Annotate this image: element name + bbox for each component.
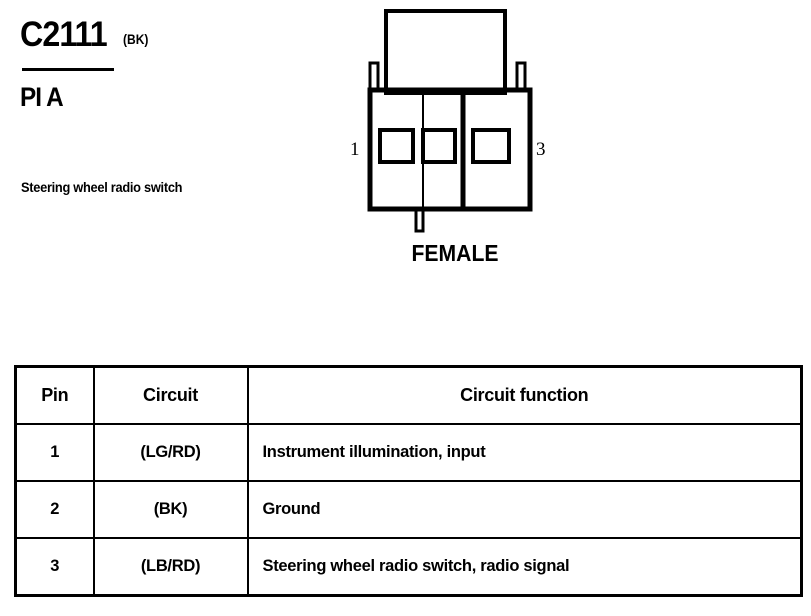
cell-pin-number: 1 xyxy=(14,423,95,482)
table-row: 3 (LB/RD) Steering wheel radio switch, r… xyxy=(14,537,803,597)
table-row: 2 (BK) Ground xyxy=(14,480,803,539)
cell-circuit-code: (LG/RD) xyxy=(92,423,249,482)
connector-gender-label: FEMALE xyxy=(411,240,499,266)
pin-number-label-left: 1 xyxy=(350,139,360,160)
cell-circuit-code: (LB/RD) xyxy=(92,537,249,597)
cell-circuit-function: Steering wheel radio switch, radio signa… xyxy=(246,537,803,597)
table-row: 1 (LG/RD) Instrument illumination, input xyxy=(14,423,803,482)
connector-right-tab xyxy=(515,61,527,92)
connector-code: C2111 xyxy=(20,15,108,54)
connector-left-tab xyxy=(368,61,380,92)
connector-identification-block: C2111 (BK) PI A Steering wheel radio swi… xyxy=(20,8,320,195)
pin-table-container: Pin Circuit Circuit function 1 (LG/RD) I… xyxy=(14,365,803,597)
cell-circuit-function: Instrument illumination, input xyxy=(246,423,803,482)
cell-pin-number: 3 xyxy=(14,537,95,597)
connector-illustration xyxy=(367,9,533,233)
horizontal-rule xyxy=(22,68,114,71)
table-header-row: Pin Circuit Circuit function xyxy=(14,365,803,425)
connector-upper-housing xyxy=(384,9,507,95)
connector-bottom-key xyxy=(414,207,425,233)
terminal-cavity-3 xyxy=(471,128,511,164)
connector-color-code: (BK) xyxy=(123,31,149,47)
connector-diagram: 1 3 FEMALE xyxy=(330,0,580,290)
pin-assignment-table: Pin Circuit Circuit function 1 (LG/RD) I… xyxy=(14,365,803,597)
connector-body xyxy=(367,87,533,212)
connector-description: Steering wheel radio switch xyxy=(21,180,183,195)
connector-type: PI A xyxy=(20,82,64,112)
column-header-function: Circuit function xyxy=(246,365,803,425)
terminal-cavity-2 xyxy=(421,128,457,164)
column-header-pin: Pin xyxy=(14,365,95,425)
cell-circuit-function: Ground xyxy=(246,480,803,539)
column-header-circuit: Circuit xyxy=(92,365,249,425)
cell-circuit-code: (BK) xyxy=(92,480,249,539)
pin-number-label-right: 3 xyxy=(536,139,546,160)
terminal-cavity-1 xyxy=(378,128,415,164)
cell-pin-number: 2 xyxy=(14,480,95,539)
connector-code-row: C2111 (BK) xyxy=(20,8,320,52)
